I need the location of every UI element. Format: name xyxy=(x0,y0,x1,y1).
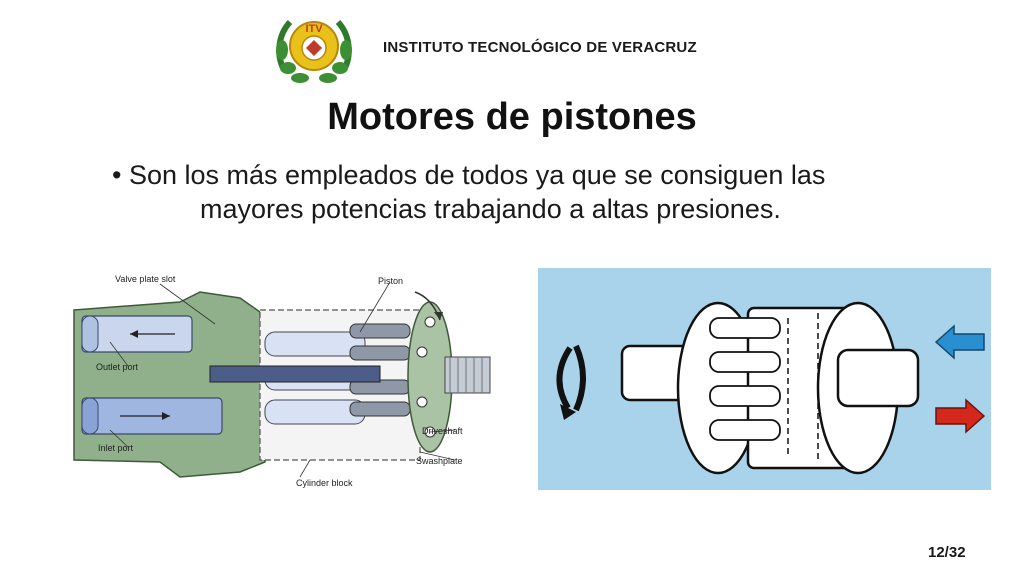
label-swashplate: Swashplate xyxy=(416,456,463,466)
logo-text: ITV xyxy=(305,23,323,35)
label-inlet-port: Inlet port xyxy=(98,443,134,453)
institute-logo: ITV xyxy=(276,19,352,83)
label-cylinder-block: Cylinder block xyxy=(296,478,353,488)
label-outlet-port: Outlet port xyxy=(96,362,139,372)
bullet-line-2: mayores potencias trabajando a altas pre… xyxy=(200,194,781,224)
label-piston: Piston xyxy=(378,276,403,286)
page-number: 12/32 xyxy=(928,544,966,561)
institute-name: INSTITUTO TECNOLÓGICO DE VERACRUZ xyxy=(383,39,697,56)
label-valve-plate-slot: Valve plate slot xyxy=(115,274,176,284)
bullet-line-1: • Son los más empleados de todos ya que … xyxy=(112,160,826,190)
piston-motor-cutaway-diagram: Valve plate slot Piston Outlet port Inle… xyxy=(73,274,491,488)
piston-motor-schematic xyxy=(538,268,991,490)
rotation-arrow-icon xyxy=(556,346,573,410)
outflow-arrow-icon xyxy=(935,398,986,434)
bullet-point: • Son los más empleados de todos ya que … xyxy=(112,158,932,226)
label-driveshaft: Driveshaft xyxy=(422,426,463,436)
slide-title: Motores de pistones xyxy=(327,96,697,138)
inflow-arrow-icon xyxy=(934,324,985,360)
laurel-wreath xyxy=(276,19,352,83)
